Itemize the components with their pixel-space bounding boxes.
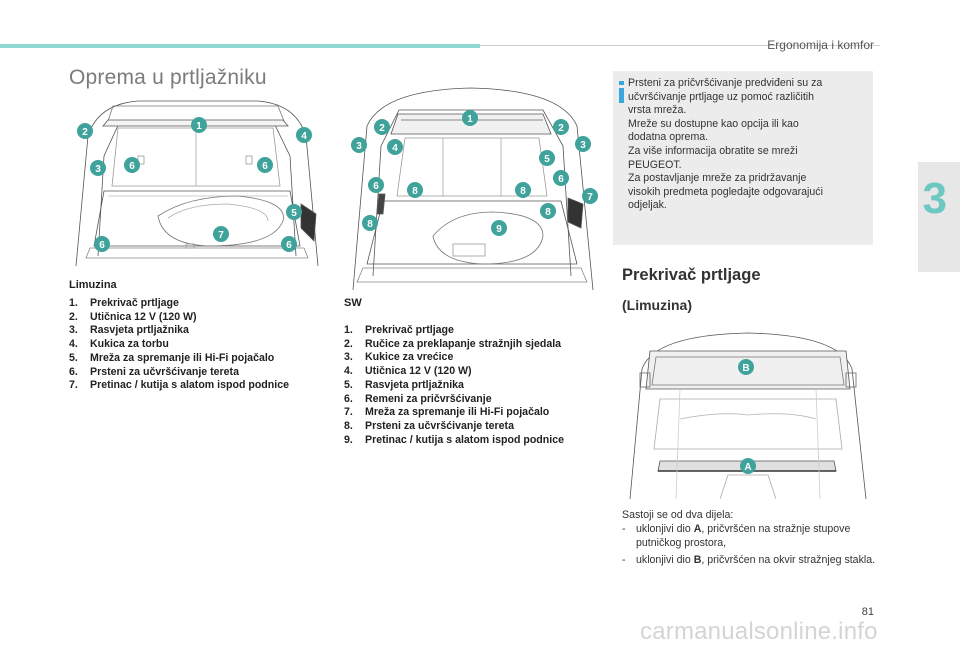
watermark: carmanualsonline.info [640,618,878,645]
list-item: 4.Utičnica 12 V (120 W) [344,365,472,378]
marker-6: 6 [262,161,268,172]
limuzina-boot-illustration: 1 2 4 3 6 6 5 7 6 6 [68,96,323,266]
list-item: 2.Ručice za preklapanje stražnjih sjedal… [344,337,562,350]
list-item: 9.Pretinac / kutija s alatom ispod podni… [344,433,564,446]
marker-1: 1 [196,121,202,132]
marker-8: 8 [520,186,526,197]
list-item: - uklonjivi dio B, pričvršćen na okvir s… [622,554,876,566]
list-item: 1.Prekrivač prtljage [69,297,179,309]
marker-1: 1 [467,114,473,125]
marker-5: 5 [544,154,550,165]
marker-2: 2 [379,123,385,134]
marker-6: 6 [286,240,292,251]
marker-3: 3 [95,164,101,175]
marker-2: 2 [558,123,564,134]
chapter-tab [918,162,960,272]
marker-8: 8 [412,186,418,197]
marker-a: A [744,462,751,473]
list-item: 6.Remeni za pričvršćivanje [344,392,492,405]
marker-6: 6 [373,181,379,192]
list-item: - uklonjivi dio A, pričvršćen na stražnj… [622,523,851,549]
cover-subheading: (Limuzina) [622,297,692,313]
page-title: Oprema u prtljažniku [69,66,267,89]
marker-2: 2 [82,127,88,138]
marker-4: 4 [392,143,398,154]
cover-heading: Prekrivač prtljage [622,266,761,284]
marker-8: 8 [367,219,373,230]
header-accent-bar [0,44,480,48]
chapter-number: 3 [922,174,947,223]
marker-8: 8 [545,207,551,218]
cover-intro: Sastoji se od dva dijela: [622,509,734,521]
list-item: 6.Prsteni za učvršćivanje tereta [69,365,239,378]
list-item: 7.Pretinac / kutija s alatom ispod podni… [69,379,289,392]
marker-3: 3 [580,140,586,151]
list-item: 5.Mreža za spremanje ili Hi-Fi pojačalo [69,351,275,364]
marker-6: 6 [558,174,564,185]
marker-6: 6 [99,240,105,251]
list-item: 1.Prekrivač prtljage [344,324,454,336]
list-item: 4.Kukica za torbu [69,338,169,351]
marker-5: 5 [291,208,297,219]
info-box [613,71,873,245]
info-icon [619,81,624,103]
sw-list: 1.Prekrivač prtljage 2.Ručice za preklap… [344,324,609,447]
list-item: 3.Kukice za vrećice [344,351,454,364]
parcel-shelf-illustration: A B [620,329,875,499]
limuzina-list: 1.Prekrivač prtljage 2.Utičnica 12 V (12… [69,297,334,393]
marker-3: 3 [356,141,362,152]
header-rule [480,45,880,46]
list-item: 2.Utičnica 12 V (120 W) [69,310,197,323]
section-title: Ergonomija i komfor [767,38,874,52]
list-item: 7.Mreža za spremanje ili Hi-Fi pojačalo [344,406,550,419]
sw-boot-illustration: 1 2 2 3 3 4 5 6 6 7 8 8 8 8 9 [343,86,601,290]
marker-7: 7 [218,230,224,241]
marker-9: 9 [496,224,502,235]
list-item: 8.Prsteni za učvršćivanje tereta [344,419,514,432]
limuzina-caption: Limuzina [69,279,117,291]
marker-7: 7 [587,192,593,203]
marker-4: 4 [301,131,307,142]
marker-b: B [742,363,749,374]
list-item: 5.Rasvjeta prtljažnika [344,378,464,391]
marker-6: 6 [129,161,135,172]
page-number: 81 [861,606,874,618]
list-item: 3.Rasvjeta prtljažnika [69,324,189,337]
sw-caption: SW [344,297,362,309]
info-text: Prsteni za pričvršćivanje predviđeni su … [628,77,823,212]
